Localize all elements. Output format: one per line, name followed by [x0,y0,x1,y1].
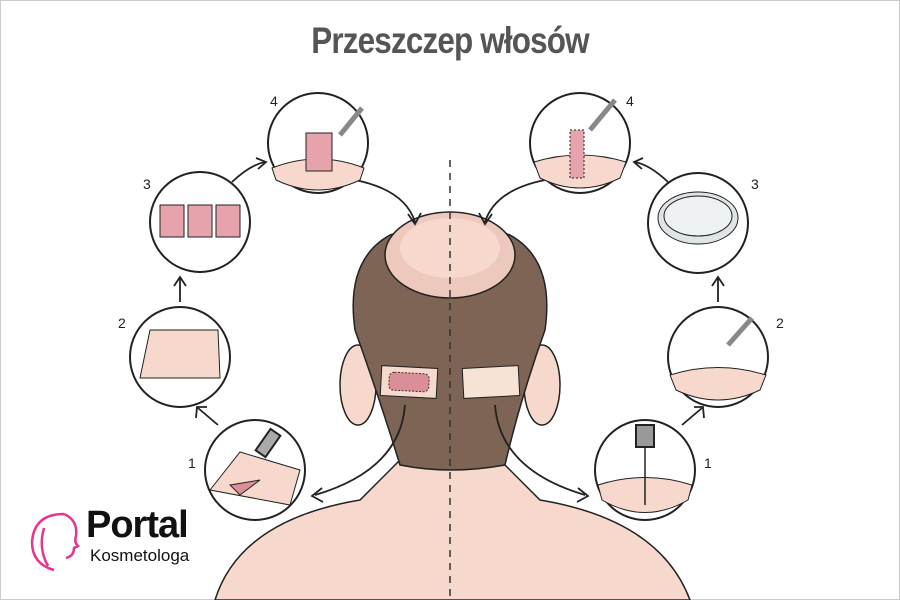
logo-main-text: Portal [86,504,189,546]
right-step-1 [594,419,696,521]
right-step-4 [529,92,631,194]
right-step-2-number: 2 [776,315,784,331]
right-step-1-number: 1 [704,455,712,471]
logo-sub-text: Kosmetologa [90,546,190,565]
left-step-2-number: 2 [118,315,126,331]
left-step-1 [204,419,306,521]
left-step-4-number: 4 [270,93,278,109]
left-step-3 [149,171,251,273]
woman-profile-logo-icon [30,512,81,572]
right-step-2 [667,306,769,408]
left-step-1-number: 1 [188,455,196,471]
shoulders [214,459,691,600]
fue-dotted-area [461,365,521,399]
right-step-3-number: 3 [751,176,759,192]
right-step-4-number: 4 [626,93,634,109]
page-title: Przeszczep włosów [311,20,589,61]
left-step-2 [129,306,231,408]
arrows [173,157,725,503]
portal-kosmetologa-logo: Portal Kosmetologa [24,504,189,579]
left-step-4 [267,92,369,194]
right-step-3 [647,172,749,274]
left-step-3-number: 3 [143,176,151,192]
